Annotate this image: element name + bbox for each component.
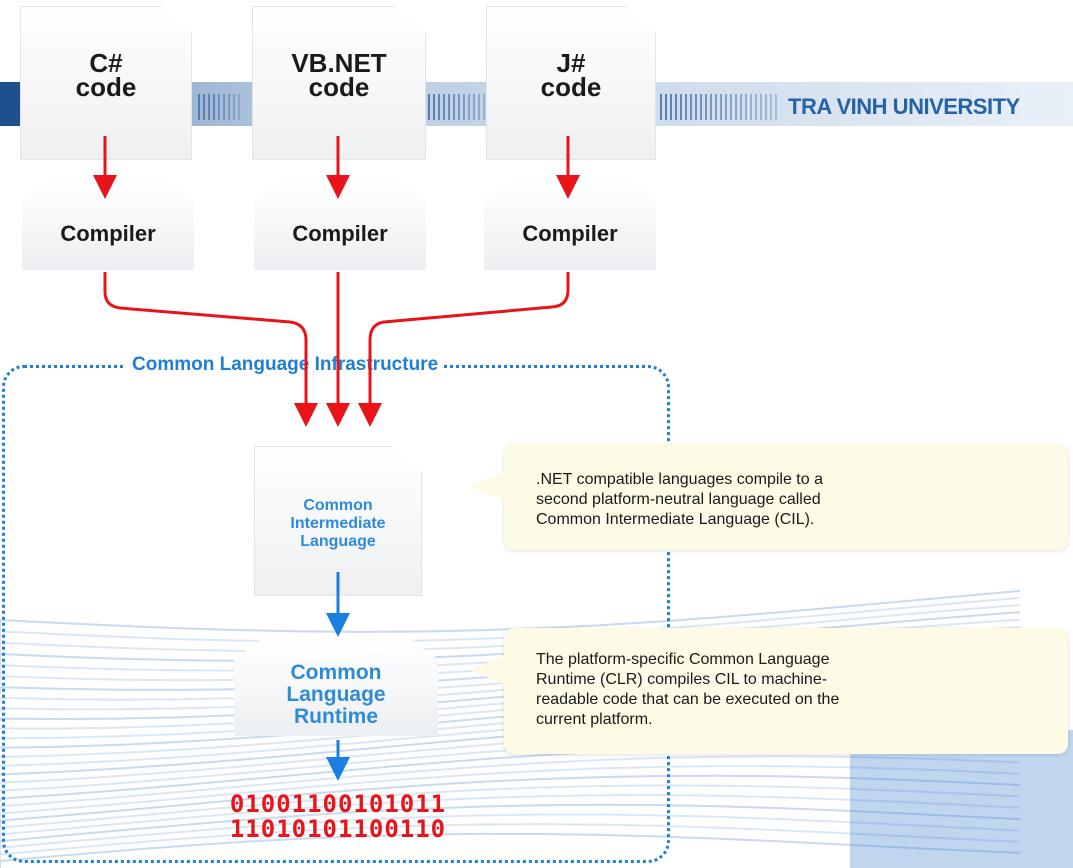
header-stripe — [438, 94, 440, 120]
header-stripe — [705, 94, 707, 120]
clr-callout-line3: readable code that can be executed on th… — [536, 691, 840, 708]
cli-label: Common Language Infrastructure — [126, 353, 445, 377]
header-stripe — [670, 94, 672, 120]
wave-line — [0, 813, 1021, 865]
compiler-jsharp: Compiler — [484, 180, 656, 270]
clr-line2: Language — [286, 683, 386, 706]
cil-line3: Language — [300, 533, 376, 550]
header-stripe — [750, 94, 752, 120]
header-stripe — [685, 94, 687, 120]
cil-callout-line3: Common Intermediate Language (CIL). — [536, 511, 815, 528]
cil-callout: .NET compatible languages compile to a s… — [470, 444, 1068, 550]
header-stripe — [725, 94, 727, 120]
compiler-vbnet: Compiler — [254, 180, 426, 270]
header-stripe — [730, 94, 732, 120]
header-stripe — [433, 94, 435, 120]
wave-line — [0, 784, 1021, 838]
source-jsharp-line2: code — [540, 72, 602, 102]
header-stripe — [208, 94, 210, 120]
clr-callout-line2: Runtime (CLR) compiles CIL to machine- — [536, 671, 828, 688]
clr-line1: Common — [290, 661, 382, 684]
wave-line — [0, 596, 1021, 649]
binary-line1: 01001100101011 — [229, 790, 447, 818]
header-stripe — [223, 94, 225, 120]
wave-line — [0, 611, 1021, 667]
clr-callout: The platform-specific Common Language Ru… — [470, 628, 1068, 754]
header-stripe — [775, 94, 777, 120]
wave-line — [0, 755, 1021, 811]
wave-line — [0, 803, 1021, 856]
header-stripe — [675, 94, 677, 120]
header-stripe — [715, 94, 717, 120]
header-stripe — [483, 94, 485, 120]
header-stripe — [473, 94, 475, 120]
header-stripe — [428, 94, 430, 120]
header-stripe — [760, 94, 762, 120]
header-stripe — [203, 94, 205, 120]
clr-block: Common Language Runtime — [234, 638, 438, 736]
source-vbnet-line1: VB.NET — [291, 48, 387, 78]
source-csharp-line2: code — [75, 72, 137, 102]
header-stripe — [448, 94, 450, 120]
header-stripe — [690, 94, 692, 120]
header-stripe — [218, 94, 220, 120]
source-csharp: C#code — [20, 6, 192, 160]
header-stripe — [463, 94, 465, 120]
header-stripe — [468, 94, 470, 120]
wave-line — [0, 823, 1021, 868]
header-stripe — [700, 94, 702, 120]
binary-line2: 11010101100110 — [229, 815, 447, 843]
header-stripe — [740, 94, 742, 120]
header-stripe — [233, 94, 235, 120]
header-stripe — [710, 94, 712, 120]
wave-line — [0, 794, 1021, 847]
header-stripe — [238, 94, 240, 120]
source-jsharp-line1: J# — [556, 48, 586, 78]
source-csharp-line1: C# — [89, 48, 123, 78]
header-stripe — [735, 94, 737, 120]
header-stripe — [660, 94, 662, 120]
header-stripe — [443, 94, 445, 120]
source-jsharp: J#code — [486, 6, 656, 160]
university-name: TRA VINH UNIVERSITY — [788, 94, 1020, 119]
cli-boundary — [2, 365, 670, 863]
wave-line — [0, 590, 1021, 640]
clr-callout-line4: current platform. — [536, 711, 653, 728]
binary-output: 01001100101011 11010101100110 — [170, 792, 506, 842]
header-stripe — [665, 94, 667, 120]
wave-line — [0, 604, 1021, 658]
cil-callout-line2: second platform-neutral language called — [536, 491, 821, 508]
cil-line2: Intermediate — [290, 515, 386, 532]
wave-line — [0, 774, 1021, 829]
cil-document: Common Intermediate Language — [254, 446, 422, 596]
source-vbnet-line2: code — [308, 72, 370, 102]
header-stripe — [228, 94, 230, 120]
header-stripe — [453, 94, 455, 120]
header-stripe — [720, 94, 722, 120]
wave-line — [0, 832, 1021, 868]
header-stripe — [755, 94, 757, 120]
cil-callout-line1: .NET compatible languages compile to a — [536, 471, 823, 488]
header-stripe — [680, 94, 682, 120]
header-stripe — [745, 94, 747, 120]
clr-callout-line1: The platform-specific Common Language — [536, 651, 830, 668]
wave-line — [0, 765, 1021, 820]
header-stripe — [765, 94, 767, 120]
header-stripe — [478, 94, 480, 120]
clr-line3: Runtime — [294, 705, 378, 728]
header-stripe — [213, 94, 215, 120]
header-stripe — [770, 94, 772, 120]
header-stripe — [458, 94, 460, 120]
cil-line1: Common — [303, 497, 373, 514]
compiler-csharp: Compiler — [22, 180, 194, 270]
header-stripe — [198, 94, 200, 120]
header-stripe — [695, 94, 697, 120]
